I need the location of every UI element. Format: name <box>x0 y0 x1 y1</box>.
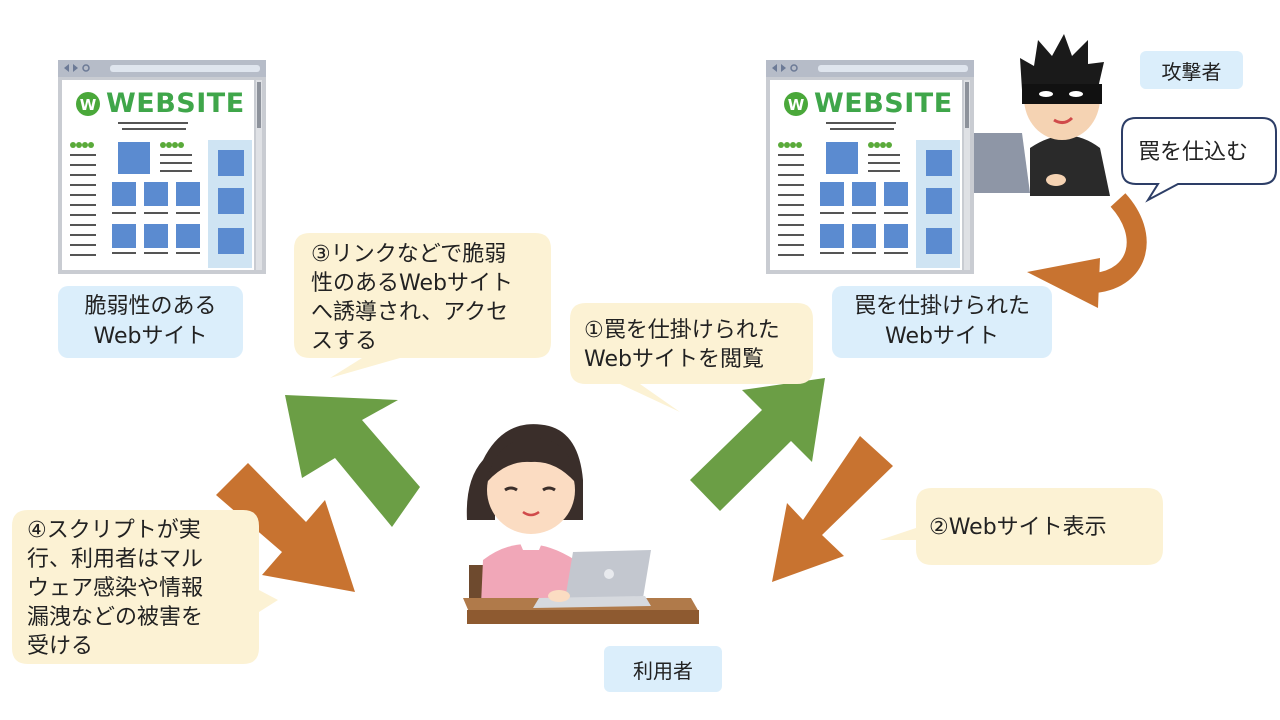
arrow-to-trapped-site <box>690 378 825 511</box>
website-logo-text: WEBSITE <box>106 88 245 119</box>
trapped-site-label: 罠を仕掛けられた Webサイト <box>832 286 1052 358</box>
attacker-speech-text: 罠を仕込む <box>1138 140 1249 165</box>
svg-text:W: W <box>80 96 97 114</box>
website-logo-text: WEBSITE <box>814 88 953 119</box>
bubble-step1 <box>570 303 813 412</box>
arrow-to-user-damage <box>216 463 355 592</box>
step1-text: ①罠を仕掛けられた Webサイトを閲覧 <box>584 318 780 372</box>
step2-text: ②Webサイト表示 <box>929 515 1107 540</box>
trapped-website-illustration: W WEBSITE <box>766 60 974 274</box>
arrow-attacker-trap <box>1027 193 1147 308</box>
arrow-site-display <box>772 436 893 582</box>
vulnerable-website-illustration: W WEBSITE <box>58 60 266 274</box>
step4-text: ④スクリプトが実 行、利用者はマル ウェア感染や情報 漏洩などの被害を 受ける <box>27 518 204 659</box>
bubble-step3 <box>294 233 551 378</box>
arrow-to-vulnerable-site <box>285 395 420 527</box>
attacker-speech-bubble <box>1121 117 1277 203</box>
attacker-illustration <box>974 34 1110 196</box>
bubble-step2 <box>880 488 1163 565</box>
attacker-label: 攻撃者 <box>1140 51 1243 89</box>
svg-text:W: W <box>788 96 805 114</box>
bubble-step4 <box>12 510 278 664</box>
user-label: 利用者 <box>604 646 722 692</box>
user-illustration <box>463 424 699 624</box>
vulnerable-site-label: 脆弱性のある Webサイト <box>58 286 243 358</box>
step3-text: ③リンクなどで脆弱 性のあるWebサイト へ誘導され、アクセ スする <box>311 242 513 354</box>
